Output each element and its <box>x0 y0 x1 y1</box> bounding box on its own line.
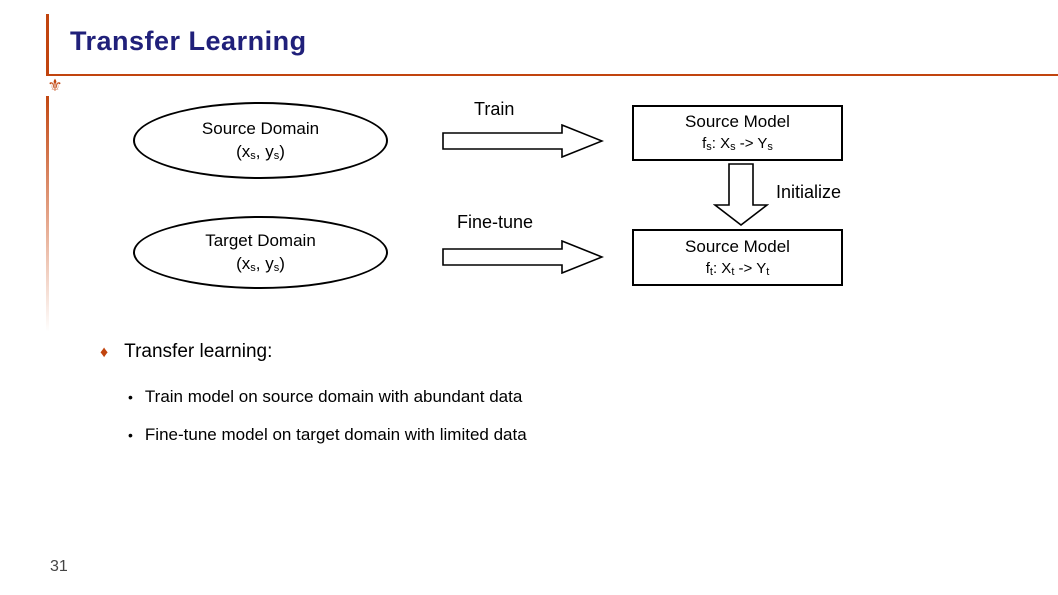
node-target-domain: Target Domain (xs, ys) <box>133 216 388 289</box>
sd-l2-suffix: ) <box>279 141 285 161</box>
bullet-fine-tune-model-text: Fine-tune model on target domain with li… <box>144 425 527 444</box>
node-source-model-fs-line1: Source Model <box>685 112 790 132</box>
node-source-model-ft: Source Model ft: Xt -> Yt <box>632 229 843 286</box>
node-source-model-fs-line2: fs: Xs -> Ys <box>702 134 773 155</box>
train-arrow-icon <box>442 124 604 158</box>
td-l2-mid: , y <box>255 253 274 273</box>
ft-l2-sub3: t <box>766 265 770 278</box>
td-l2-prefix: (x <box>236 253 251 273</box>
td-l2-sub1: s <box>250 261 256 274</box>
bullet-marker-dot-icon-2: • <box>128 427 133 443</box>
node-source-domain-line1: Source Domain <box>201 118 320 138</box>
node-target-domain-line1: Target Domain <box>205 230 316 250</box>
bullet-train-model: • Train model on source domain with abund… <box>128 387 522 407</box>
td-l2-suffix: ) <box>279 253 285 273</box>
ft-l2-mid2: -> Y <box>734 259 767 277</box>
fine-tune-arrow-icon <box>442 240 604 274</box>
fs-l2-mid2: -> Y <box>735 135 768 153</box>
bullet-transfer-learning: ♦ Transfer learning: <box>100 341 272 363</box>
initialize-arrow-icon <box>713 163 769 227</box>
label-fine-tune: Fine-tune <box>457 212 534 232</box>
ft-l2-mid: : X <box>712 259 732 277</box>
bullet-marker-dot-icon: • <box>128 389 133 405</box>
node-source-model-fs: Source Model fs: Xs -> Ys <box>632 105 843 161</box>
sd-l2-sub2: s <box>273 149 280 162</box>
fs-l2-prefix: f <box>702 135 707 153</box>
ft-l2-prefix: f <box>705 259 710 277</box>
fs-l2-mid: : X <box>711 135 731 153</box>
td-l2-sub2: s <box>273 261 280 274</box>
left-rail-accent-top <box>46 14 49 74</box>
node-source-domain-line2: (xs, ys) <box>236 141 285 164</box>
bullet-fine-tune-model: • Fine-tune model on target domain with l… <box>128 425 527 445</box>
node-source-model-ft-line1: Source Model <box>685 236 790 256</box>
page-title: Transfer Learning <box>70 26 307 56</box>
fs-l2-sub3: s <box>767 141 773 154</box>
sd-l2-mid: , y <box>255 141 274 161</box>
sd-l2-sub1: s <box>250 149 256 162</box>
node-source-model-ft-line2: ft: Xt -> Yt <box>706 259 770 280</box>
fleuron-icon: ⚜ <box>45 76 65 96</box>
page-number: 31 <box>50 558 68 575</box>
node-target-domain-line2: (xs, ys) <box>236 253 285 276</box>
left-rail-accent-bottom <box>46 92 49 332</box>
node-source-domain: Source Domain (xs, ys) <box>133 102 388 179</box>
header-divider <box>46 74 1058 76</box>
bullet-marker-diamond-icon: ♦ <box>100 344 109 361</box>
label-train: Train <box>474 99 515 119</box>
bullet-train-model-text: Train model on source domain with abunda… <box>144 387 523 406</box>
bullet-transfer-learning-text: Transfer learning: <box>124 341 273 362</box>
fs-l2-sub2: s <box>730 141 736 154</box>
ft-l2-sub1: t <box>709 265 713 278</box>
label-initialize: Initialize <box>776 182 842 202</box>
sd-l2-prefix: (x <box>236 141 251 161</box>
ft-l2-sub2: t <box>731 265 735 278</box>
fs-l2-sub1: s <box>706 141 712 154</box>
